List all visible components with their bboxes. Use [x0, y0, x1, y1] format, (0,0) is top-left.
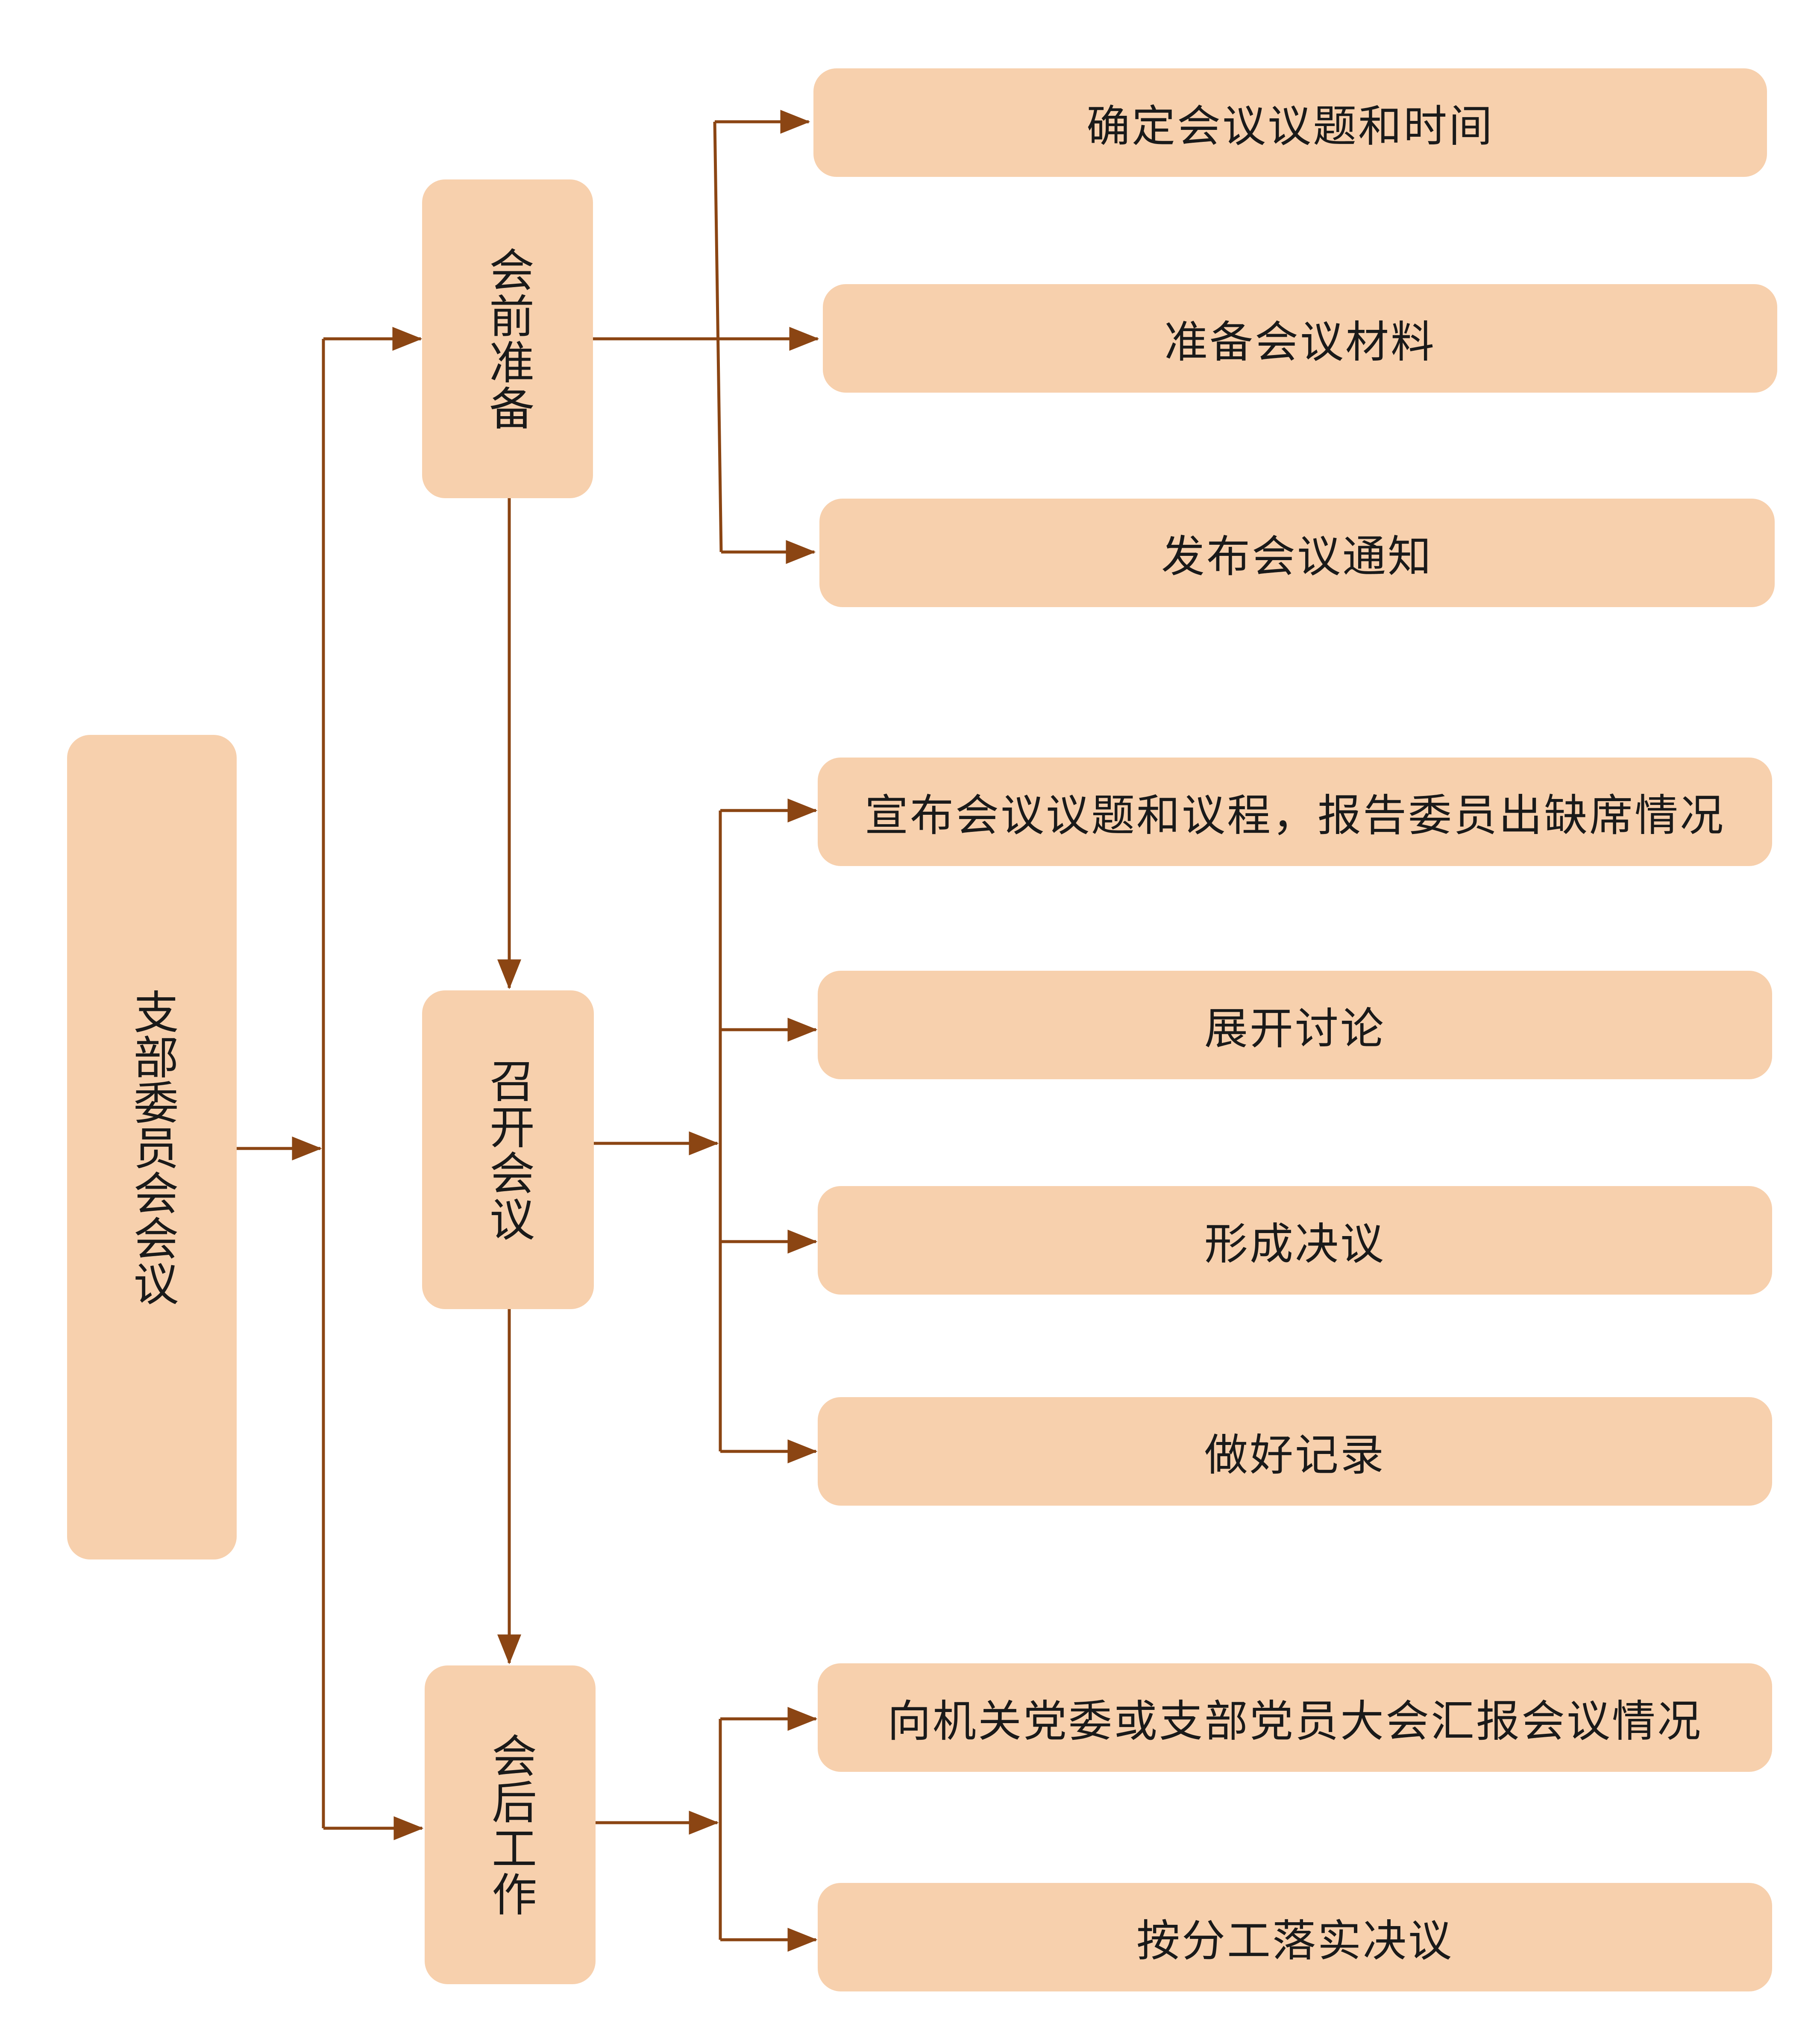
- step-label: 形成决议: [1204, 1219, 1385, 1270]
- stage-label: 会前准备: [481, 247, 534, 431]
- step-label: 展开讨论: [1204, 1003, 1385, 1054]
- step-label: 发布会议通知: [1161, 531, 1433, 582]
- stage-node-post-meeting: 会后工作: [425, 1665, 596, 1984]
- stage-label: 会后工作: [484, 1733, 537, 1917]
- step-box: 准备会议材料: [823, 284, 1777, 393]
- stage-1-bus-line: [713, 121, 723, 552]
- step-label: 做好记录: [1204, 1430, 1385, 1481]
- root-node: 支部委员会会议: [67, 735, 237, 1559]
- step-label: 宣布会议议题和议程，报告委员出缺席情况: [865, 790, 1725, 841]
- step-label: 向机关党委或支部党员大会汇报会议情况: [887, 1696, 1702, 1747]
- step-box: 展开讨论: [818, 971, 1772, 1079]
- stage-label: 召开会议: [482, 1057, 534, 1242]
- step-box: 确定会议议题和时间: [813, 68, 1767, 177]
- step-box: 向机关党委或支部党员大会汇报会议情况: [818, 1663, 1772, 1772]
- step-label: 按分工落实决议: [1136, 1915, 1453, 1967]
- step-box: 按分工落实决议: [818, 1883, 1772, 1991]
- stage-node-pre-meeting: 会前准备: [422, 179, 593, 498]
- step-box: 宣布会议议题和议程，报告委员出缺席情况: [818, 758, 1772, 866]
- step-box: 形成决议: [818, 1186, 1772, 1295]
- step-box: 发布会议通知: [819, 499, 1775, 607]
- stage-node-hold-meeting: 召开会议: [422, 990, 594, 1309]
- root-node-label: 支部委员会会议: [126, 989, 179, 1306]
- step-label: 准备会议材料: [1164, 317, 1436, 368]
- step-label: 确定会议议题和时间: [1086, 101, 1494, 152]
- step-box: 做好记录: [818, 1397, 1772, 1506]
